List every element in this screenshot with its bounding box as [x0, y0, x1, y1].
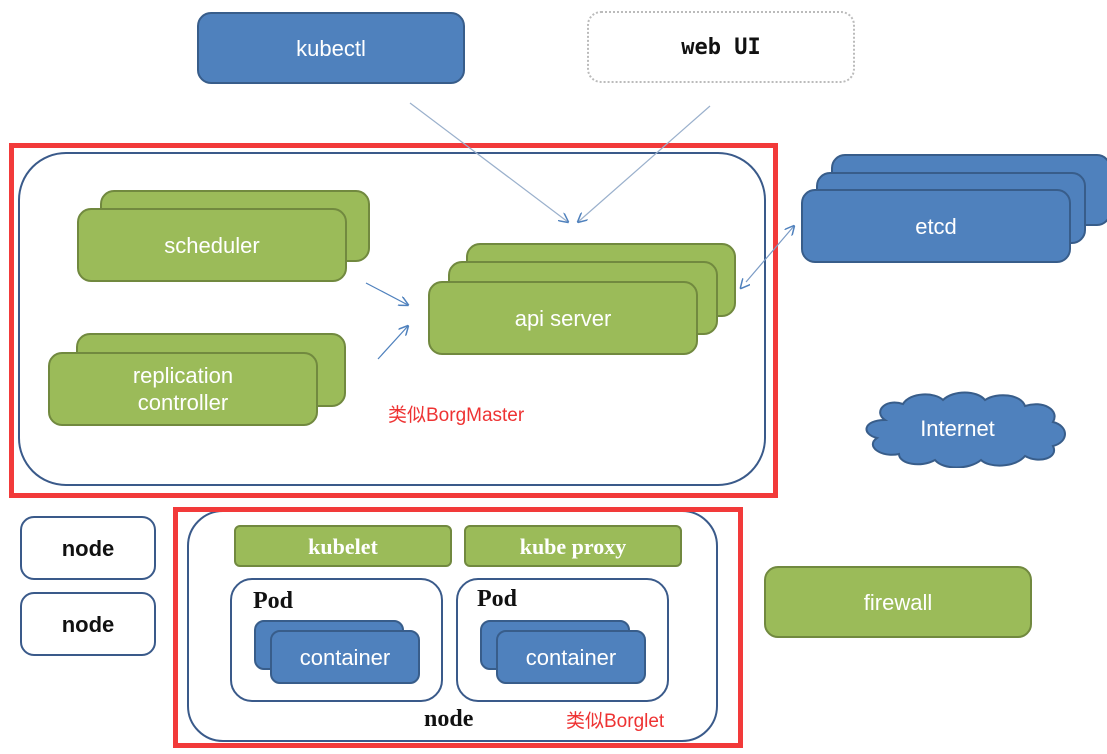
node-box-a: node — [20, 516, 156, 580]
arrow-api-server-etcd — [746, 226, 794, 282]
node-box-b: node — [20, 592, 156, 656]
firewall-label: firewall — [863, 589, 933, 615]
container-box-2: container — [496, 630, 646, 684]
replication-controller-label-line1: replication — [132, 362, 234, 388]
arrow-kubectl-to-api-server — [409, 102, 568, 222]
scheduler-box: scheduler — [77, 208, 347, 282]
worker-node-label: node — [424, 706, 474, 732]
borglet-annotation: 类似Borglet — [566, 711, 665, 732]
container-1-label: container — [299, 644, 391, 670]
kube-proxy-label: kube proxy — [519, 533, 627, 559]
pod-2-label: Pod — [477, 586, 518, 612]
kubelet-box: kubelet — [234, 525, 452, 567]
kubectl-label: kubectl — [296, 35, 366, 61]
node-b-label: node — [61, 611, 115, 637]
api-server-label: api server — [514, 305, 612, 331]
etcd-box: etcd — [801, 189, 1071, 263]
firewall-box: firewall — [764, 566, 1032, 638]
replication-controller-label-line2: controller — [137, 390, 229, 415]
internet-label: Internet — [920, 415, 995, 441]
kubectl-box: kubectl — [197, 12, 465, 84]
container-2-label: container — [525, 644, 617, 670]
replication-controller-box: replication controller — [48, 352, 318, 426]
etcd-label: etcd — [915, 213, 957, 239]
pod-1-label: Pod — [253, 588, 294, 614]
api-server-box: api server — [428, 281, 698, 355]
kubelet-label: kubelet — [308, 533, 378, 559]
node-a-label: node — [61, 535, 115, 561]
container-box-1: container — [270, 630, 420, 684]
master-highlight-frame — [9, 143, 778, 498]
web-ui-box: web UI — [587, 11, 855, 83]
internet-cloud-icon — [865, 391, 1066, 468]
worker-highlight-frame — [173, 507, 743, 748]
arrow-webui-to-api-server — [578, 105, 711, 222]
arrow-scheduler-to-api-server — [365, 282, 408, 305]
scheduler-label: scheduler — [164, 232, 260, 258]
web-ui-label: web UI — [681, 34, 761, 60]
kube-proxy-box: kube proxy — [464, 525, 682, 567]
arrow-replication-controller-to-api-server — [377, 326, 408, 360]
borgmaster-annotation: 类似BorgMaster — [388, 405, 525, 426]
